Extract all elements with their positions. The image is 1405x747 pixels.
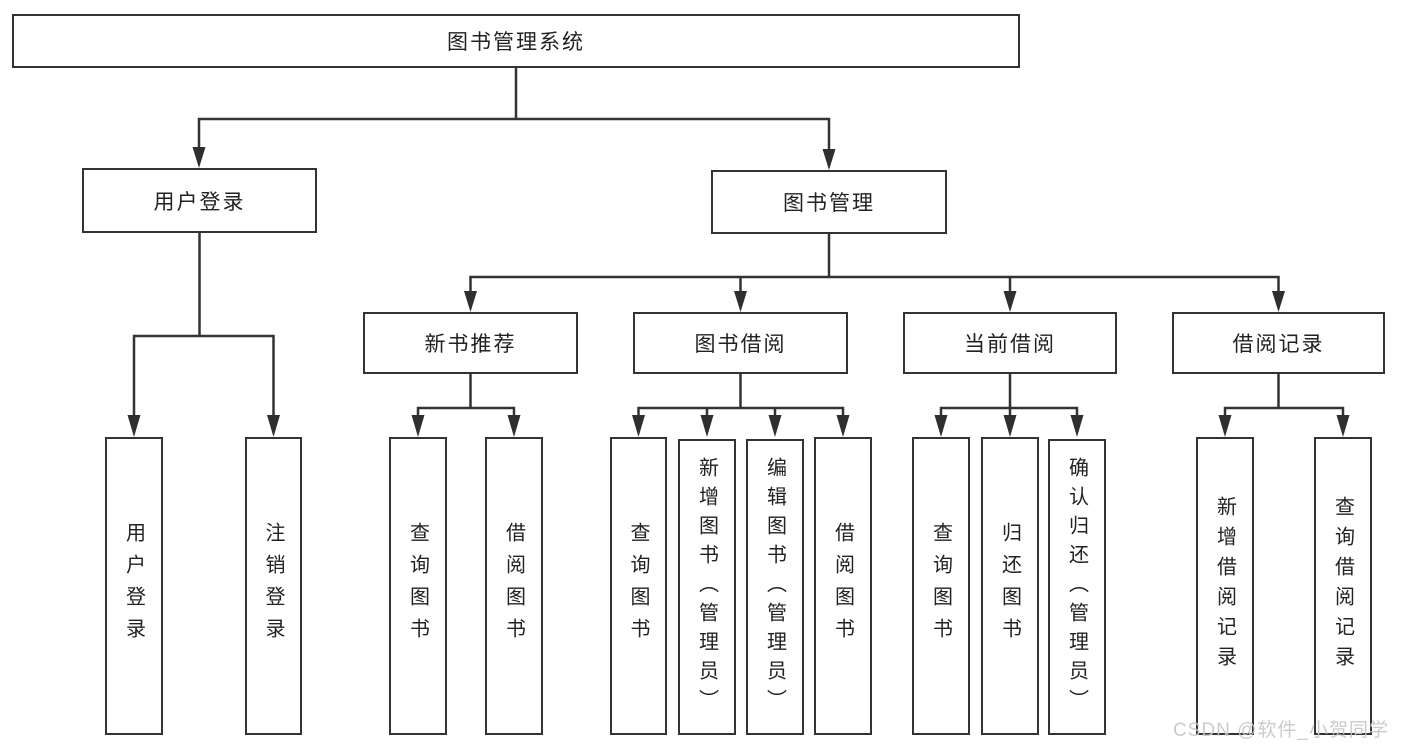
node-logout: 注销登录 xyxy=(245,437,302,735)
node-return-book: 归还图书 xyxy=(981,437,1039,735)
node-borrowing-query-book: 查询图书 xyxy=(610,437,667,735)
node-borrowing-records: 借阅记录 xyxy=(1172,312,1385,374)
node-new-book-recommend: 新书推荐 xyxy=(363,312,578,374)
node-user-login: 用户登录 xyxy=(105,437,163,735)
node-borrow-book: 借阅图书 xyxy=(814,437,872,735)
node-book-borrowing: 图书借阅 xyxy=(633,312,848,374)
node-user-login-group: 用户登录 xyxy=(82,168,317,233)
node-recommend-borrow-book: 借阅图书 xyxy=(485,437,543,735)
node-current-borrowing: 当前借阅 xyxy=(903,312,1117,374)
node-confirm-return-admin: 确认归还（管理员） xyxy=(1048,439,1106,735)
node-query-borrow-record: 查询借阅记录 xyxy=(1314,437,1372,735)
node-recommend-query-book: 查询图书 xyxy=(389,437,447,735)
node-book-management-group: 图书管理 xyxy=(711,170,947,234)
node-library-management-system: 图书管理系统 xyxy=(12,14,1020,68)
node-current-query-book: 查询图书 xyxy=(912,437,970,735)
node-add-borrow-record: 新增借阅记录 xyxy=(1196,437,1254,735)
node-add-book-admin: 新增图书（管理员） xyxy=(678,439,736,735)
node-edit-book-admin: 编辑图书（管理员） xyxy=(746,439,804,735)
